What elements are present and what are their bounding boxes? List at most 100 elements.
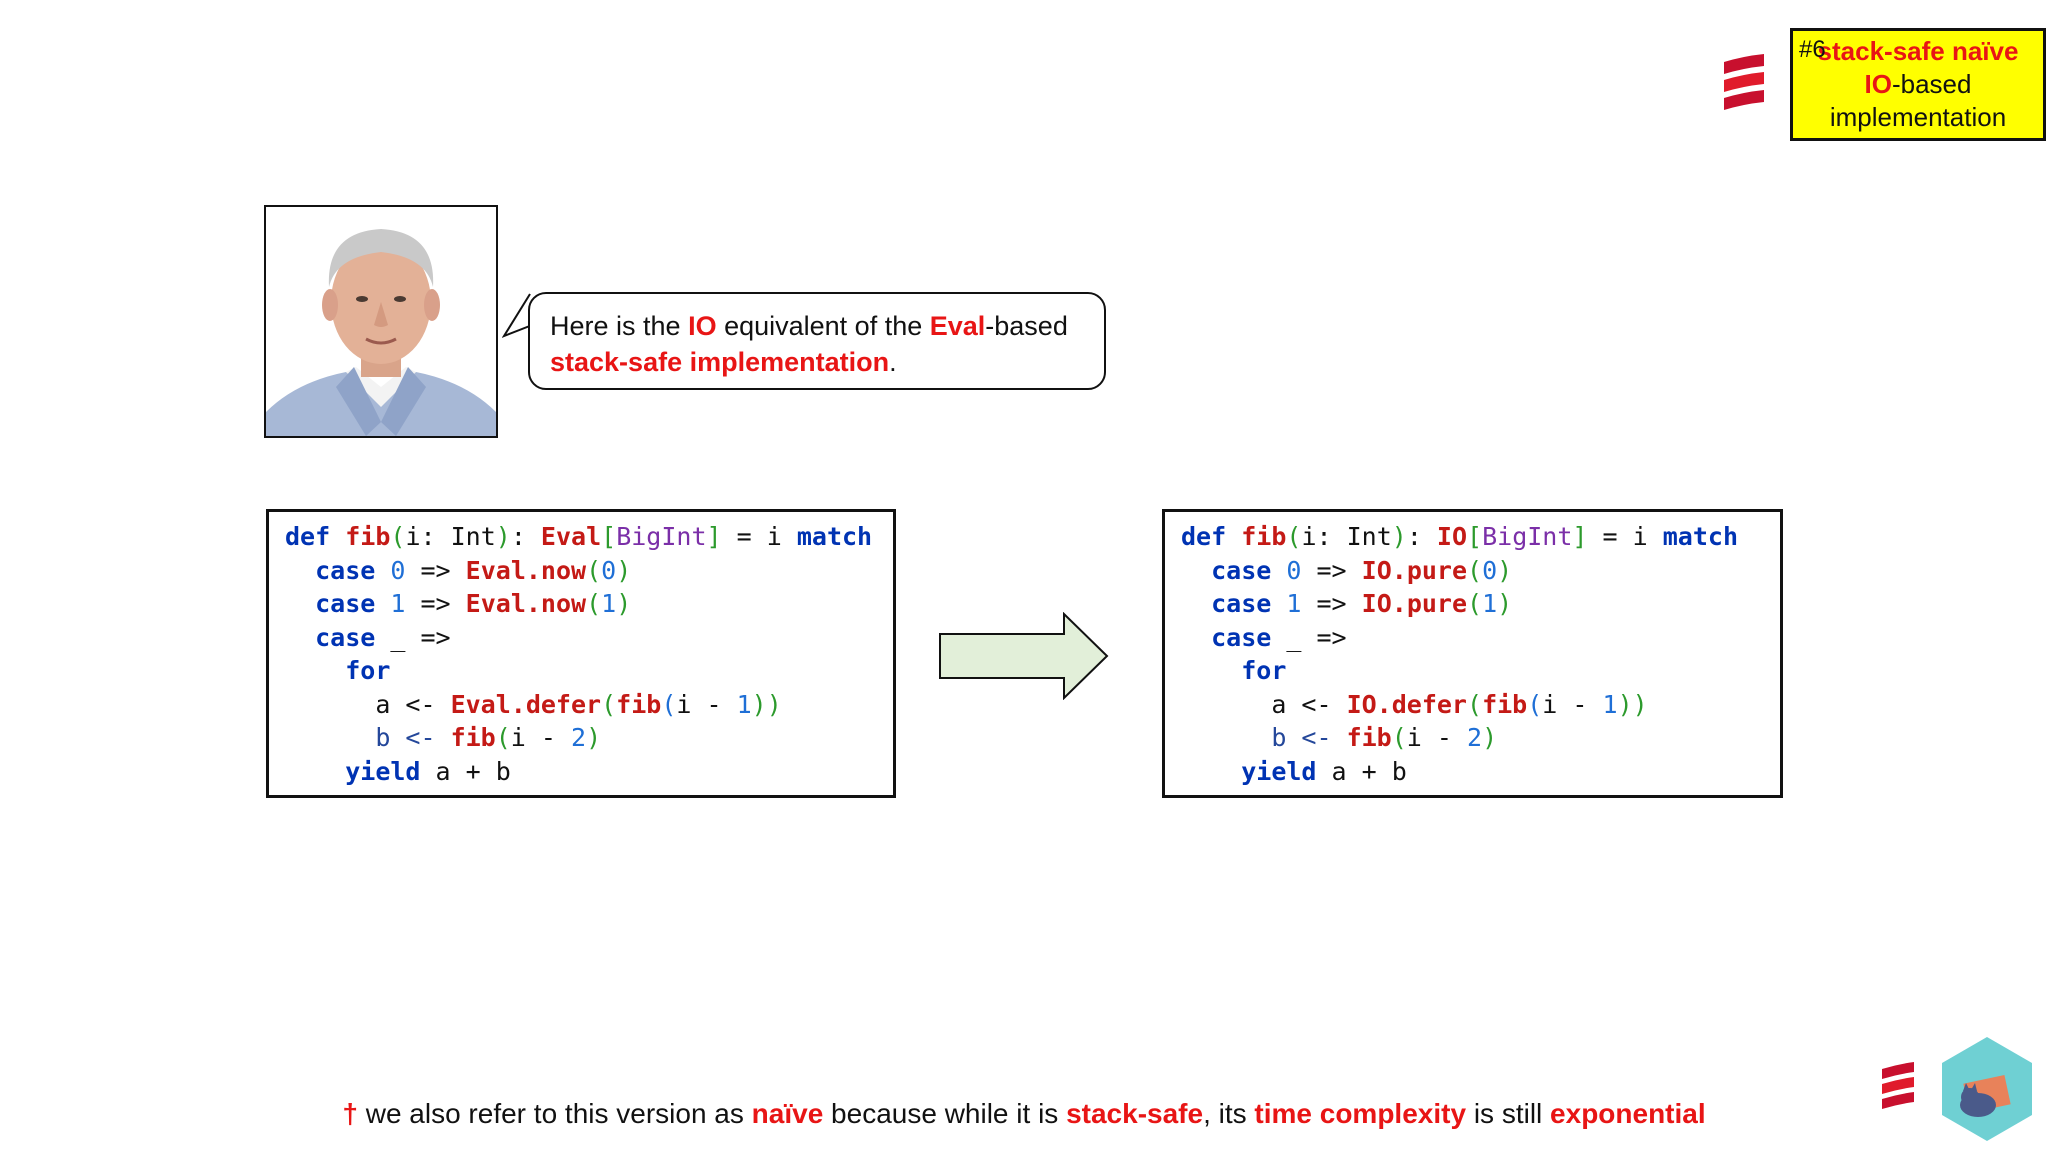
code-token: ( (586, 555, 602, 585)
code-token: case (315, 555, 376, 585)
code-token: ( (661, 689, 677, 719)
code-token: ( (1467, 689, 1483, 719)
code-token: 0 (1482, 555, 1498, 585)
code-line: case _ => (1181, 621, 1780, 655)
code-block-eval: def fib(i: Int): Eval[BigInt] = i match … (266, 509, 896, 798)
code-token: def (1181, 522, 1227, 551)
code-token: 1 (736, 689, 752, 719)
bubble-text-3: -based (985, 311, 1068, 341)
code-token: )) (751, 689, 782, 719)
code-token: IO (1436, 522, 1468, 551)
bubble-text-1: Here is the (550, 311, 689, 341)
code-token: ] (706, 522, 722, 551)
code-line: case 0 => Eval.now(0) (285, 554, 893, 588)
presenter-photo-icon (266, 207, 496, 436)
code-token: yield (345, 756, 421, 786)
footnote-exponential: exponential (1550, 1098, 1706, 1129)
code-token: ) (1497, 589, 1513, 618)
code-token: IO.defer (1346, 689, 1467, 719)
presenter-portrait (264, 205, 498, 438)
bubble-io: IO (688, 311, 717, 341)
code-token: ( (1467, 555, 1483, 585)
code-token: ) (616, 589, 632, 618)
code-token: a + b (420, 756, 511, 786)
code-token: for (345, 656, 391, 685)
code-token: fib (1482, 689, 1528, 719)
code-token: ( (1391, 723, 1407, 752)
code-token: ( (586, 589, 602, 618)
code-token: ( (1527, 689, 1543, 719)
bubble-line2: stack-safe implementation. (550, 344, 1086, 380)
code-token: case (315, 622, 376, 652)
code-token: 0 (601, 555, 617, 585)
code-token: i - (1406, 723, 1468, 752)
code-token: _ => (1271, 622, 1347, 652)
code-line: yield a + b (285, 755, 893, 789)
footnote-text: because while it is (823, 1098, 1067, 1129)
code-token: i - (510, 723, 572, 752)
dagger-mark: † (342, 1098, 358, 1129)
footnote-text: , its (1203, 1098, 1255, 1129)
code-token: case (1211, 622, 1272, 652)
bubble-period: . (889, 347, 897, 377)
code-token: 1 (1286, 589, 1302, 618)
code-token: ) (586, 723, 602, 752)
code-token: [ (1467, 522, 1483, 551)
code-token: BigInt (616, 522, 707, 551)
code-line: yield a + b (1181, 755, 1780, 789)
code-token: b <- (1271, 723, 1347, 752)
right-arrow-icon (939, 612, 1109, 700)
code-token: ( (1286, 522, 1302, 551)
bubble-eval: Eval (929, 311, 986, 341)
slide-badge: #6 stack-safe naïve IO-based implementat… (1790, 28, 2046, 141)
footnote-stack-safe: stack-safe (1066, 1098, 1204, 1129)
code-token: i - (1542, 689, 1603, 719)
code-token: : (510, 522, 541, 551)
code-token: i - (676, 689, 737, 719)
code-token: fib (1346, 723, 1392, 752)
code-token: b <- (375, 723, 451, 752)
badge-based: -based (1891, 69, 1972, 99)
code-token: = i (721, 522, 797, 551)
code-token: 1 (1482, 589, 1498, 618)
code-token: => (1301, 555, 1362, 585)
bubble-stack-safe: stack-safe implementation (550, 347, 890, 377)
code-token: )) (1617, 689, 1648, 719)
code-line: def fib(i: Int): IO[BigInt] = i match (1181, 520, 1780, 554)
code-token: 1 (601, 589, 617, 618)
badge-line1: stack-safe naïve (1817, 36, 2019, 66)
bubble-line1: Here is the IO equivalent of the Eval-ba… (550, 308, 1086, 344)
code-token: ( (495, 723, 511, 752)
footnote: † we also refer to this version as naïve… (0, 1097, 2048, 1131)
code-token: 1 (390, 589, 406, 618)
scala-logo-icon (1724, 54, 1764, 110)
code-token: a + b (1316, 756, 1407, 786)
code-line: a <- Eval.defer(fib(i - 1)) (285, 688, 893, 722)
code-token: i: Int (1301, 522, 1392, 551)
code-token: Eval (540, 522, 602, 551)
speech-bubble: Here is the IO equivalent of the Eval-ba… (528, 292, 1106, 390)
footnote-text: is still (1466, 1098, 1551, 1129)
code-token: 1 (1602, 689, 1618, 719)
badge-io: IO (1864, 69, 1892, 99)
badge-line3: implementation (1829, 102, 2007, 132)
code-token: BigInt (1482, 522, 1573, 551)
code-token: a <- (1271, 689, 1347, 719)
code-token: => (405, 555, 466, 585)
code-token: => (1301, 589, 1362, 618)
code-line: case _ => (285, 621, 893, 655)
code-token: IO.pure (1361, 555, 1468, 585)
code-token: ( (601, 689, 617, 719)
code-token: 2 (571, 723, 587, 752)
code-token: yield (1241, 756, 1317, 786)
cat-mascot-icon (1942, 1037, 2032, 1141)
code-token: fib (450, 723, 496, 752)
code-token: Eval.now (465, 589, 587, 618)
code-token: : (1406, 522, 1437, 551)
code-line: b <- fib(i - 2) (1181, 721, 1780, 755)
bubble-text-2: equivalent of the (716, 311, 930, 341)
code-token: 0 (390, 555, 406, 585)
code-line: case 0 => IO.pure(0) (1181, 554, 1780, 588)
code-token: fib (345, 522, 391, 551)
code-token: case (1211, 589, 1272, 618)
